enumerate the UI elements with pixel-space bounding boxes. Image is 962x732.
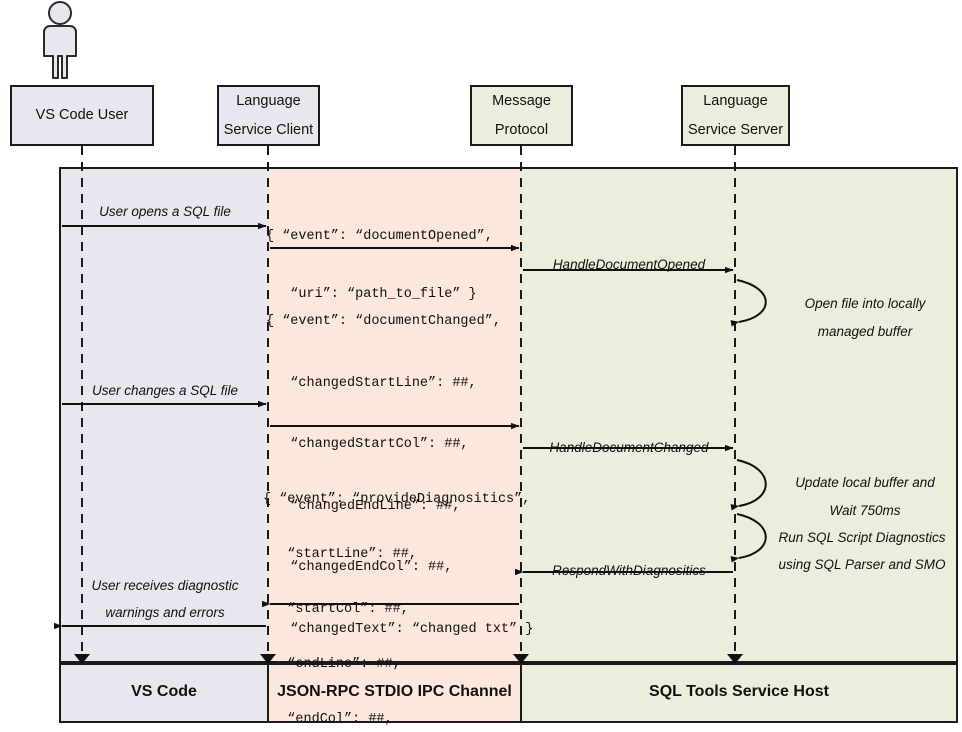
label-run-diagnostics-line1: Run SQL Script Diagnostics bbox=[778, 530, 946, 545]
footer-cell-sql-tools bbox=[520, 663, 958, 723]
payload-line: “startLine”: ##, bbox=[263, 547, 417, 562]
band-sql-tools bbox=[521, 168, 957, 662]
label-run-diagnostics-line2: using SQL Parser and SMO bbox=[778, 557, 946, 572]
payload-document-opened: { “event”: “documentOpened”, “uri”: “pat… bbox=[266, 203, 493, 346]
payload-line: “startCol”: ##, bbox=[263, 602, 409, 617]
band-json-rpc bbox=[268, 168, 521, 662]
footer-label-vs-code: VS Code bbox=[131, 683, 197, 700]
label-update-buffer-wait-line1: Update local buffer and bbox=[795, 475, 935, 490]
footer-label-sql-tools: SQL Tools Service Host bbox=[649, 683, 829, 700]
payload-document-changed: { “event”: “documentChanged”, “changedSt… bbox=[266, 288, 533, 684]
label-respond-with-diagnostics: RespondWithDiagnositics bbox=[552, 563, 706, 578]
label-handle-document-changed: HandleDocumentChanged bbox=[549, 440, 709, 455]
label-user-changes-sql-file: User changes a SQL file bbox=[91, 383, 239, 398]
payload-line: { “event”: “documentChanged”, bbox=[266, 314, 501, 329]
label-handle-document-opened: HandleDocumentOpened bbox=[552, 257, 706, 272]
label-update-buffer-wait-line2: Wait 750ms bbox=[829, 503, 901, 518]
participant-box-language-service-server[interactable]: Language Service Server bbox=[681, 85, 790, 146]
participant-box-language-service-client[interactable]: Language Service Client bbox=[217, 85, 320, 146]
payload-line: “changedText”: “changed txt” } bbox=[266, 621, 534, 637]
label-user-receives-diagnostics-line2: warnings and errors bbox=[105, 605, 225, 620]
self-call-update-buffer-arc bbox=[730, 459, 767, 511]
footer-label-json-rpc: JSON-RPC STDIO IPC Channel bbox=[277, 683, 512, 700]
band-vs-code bbox=[60, 168, 268, 662]
payload-line: “changedStartCol”: ##, bbox=[266, 437, 469, 452]
payload-line: “changedStartLine”: ##, bbox=[266, 375, 477, 391]
payload-line: “uri”: “path_to_file” } bbox=[266, 287, 477, 302]
participant-label-line1: Message bbox=[492, 93, 551, 110]
payload-line: { “event”: “documentOpened”, bbox=[266, 229, 493, 244]
participant-label-line2: Protocol bbox=[494, 121, 549, 138]
vs-code-user-actor-icon bbox=[43, 1, 77, 79]
label-user-opens-sql-file: User opens a SQL file bbox=[99, 204, 231, 219]
payload-provide-diagnostics: { “event”: “provideDiagnositics”, “start… bbox=[263, 466, 530, 732]
payload-line: “endLine”: ##, bbox=[263, 657, 401, 672]
participant-label-line1: Language bbox=[236, 93, 301, 110]
participant-label-line1: Language bbox=[703, 93, 768, 110]
participant-label-line2: Service Server bbox=[687, 121, 784, 138]
self-call-run-diagnostics-arc bbox=[730, 513, 767, 563]
payload-line: “endCol”: ##, bbox=[263, 712, 393, 727]
label-open-file-buffer-line2: managed buffer bbox=[817, 324, 913, 339]
participant-box-vs-code-user[interactable]: VS Code User bbox=[10, 85, 154, 146]
participant-label-line2: Service Client bbox=[223, 121, 314, 138]
label-open-file-buffer-line1: Open file into locally bbox=[804, 296, 926, 311]
payload-line: “changedEndLine”: ##, bbox=[266, 498, 461, 514]
footer-cell-json-rpc bbox=[267, 663, 522, 723]
label-user-receives-diagnostics-line1: User receives diagnostic bbox=[91, 578, 239, 593]
footer-cell-vs-code bbox=[59, 663, 269, 723]
payload-line: { “event”: “provideDiagnositics”, bbox=[263, 492, 531, 507]
participant-box-message-protocol[interactable]: Message Protocol bbox=[470, 85, 573, 146]
participant-label-line1: VS Code User bbox=[35, 107, 129, 124]
self-call-open-file-buffer-arc bbox=[730, 279, 767, 327]
lifeline-terminator-arrowheads bbox=[74, 654, 743, 664]
payload-line: “changedEndCol”: ##, bbox=[266, 560, 453, 575]
